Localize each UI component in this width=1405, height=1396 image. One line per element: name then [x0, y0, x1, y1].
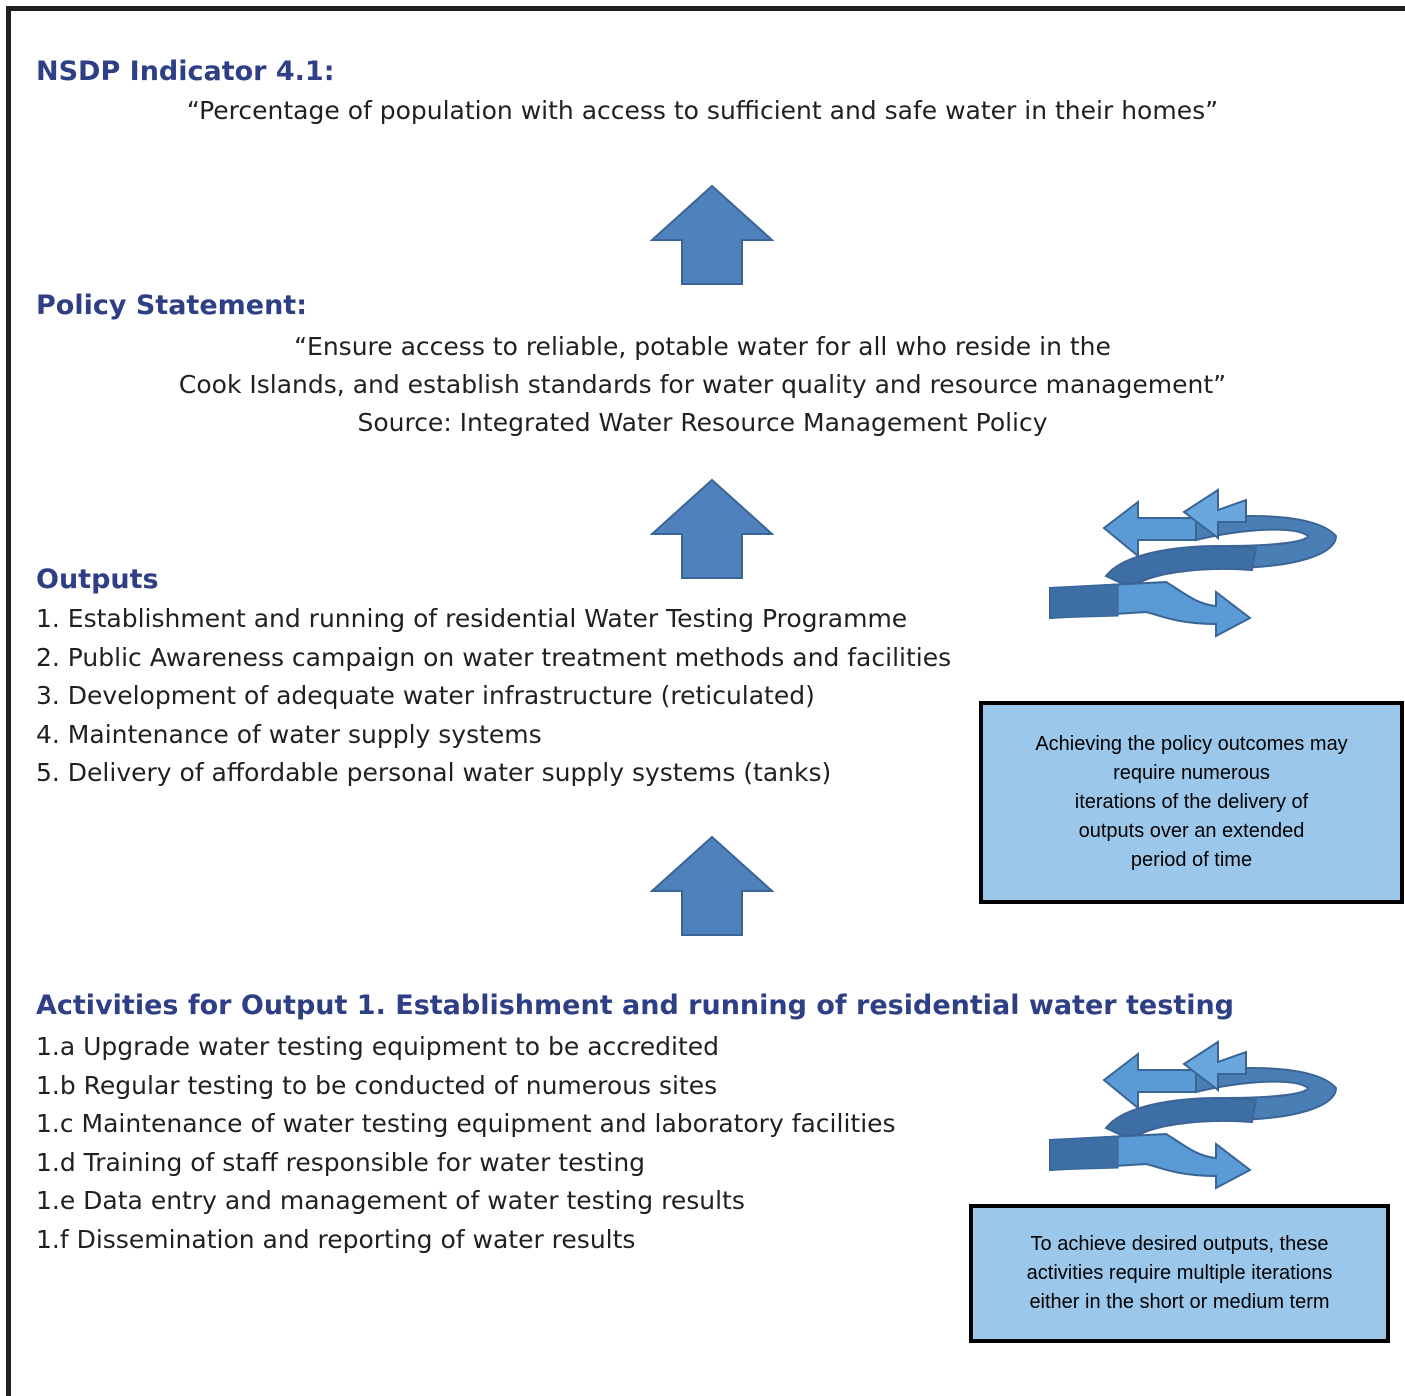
list-item: 1.c Maintenance of water testing equipme… — [36, 1109, 896, 1138]
circular-arrows-icon — [1049, 488, 1338, 638]
outputs-heading: Outputs — [36, 564, 159, 595]
outputs-list: 1. Establishment and running of resident… — [36, 600, 951, 793]
outputs-note-text: Achieving the policy outcomes may requir… — [1035, 733, 1348, 871]
activities-heading: Activities for Output 1. Establishment a… — [36, 990, 1234, 1021]
list-item: 1. Establishment and running of resident… — [36, 604, 908, 633]
outputs-note-box: Achieving the policy outcomes may requir… — [979, 701, 1404, 904]
activities-list: 1.a Upgrade water testing equipment to b… — [36, 1028, 896, 1259]
list-item: 1.d Training of staff responsible for wa… — [36, 1147, 646, 1177]
policy-line-2: Cook Islands, and establish standards fo… — [178, 370, 1227, 399]
policy-source: Source: Integrated Water Resource Manage… — [357, 408, 1048, 437]
up-arrow-icon — [650, 835, 774, 936]
list-item: 3. Development of adequate water infrast… — [36, 681, 815, 710]
activities-note-box: To achieve desired outputs, these activi… — [969, 1204, 1390, 1343]
policy-line-1: “Ensure access to reliable, potable wate… — [294, 332, 1111, 361]
list-item: 2. Public Awareness campaign on water tr… — [36, 642, 952, 672]
activities-note-text: To achieve desired outputs, these activi… — [1026, 1233, 1333, 1313]
list-item: 4. Maintenance of water supply systems — [36, 719, 542, 749]
list-item: 1.a Upgrade water testing equipment to b… — [36, 1032, 720, 1061]
diagram-frame — [6, 6, 1405, 1396]
policy-heading: Policy Statement: — [36, 290, 308, 321]
circular-arrows-icon — [1049, 1040, 1338, 1190]
list-item: 1.b Regular testing to be conducted of n… — [36, 1070, 718, 1100]
list-item: 1.f Dissemination and reporting of water… — [36, 1224, 636, 1254]
up-arrow-icon — [650, 478, 774, 579]
list-item: 1.e Data entry and management of water t… — [36, 1186, 745, 1215]
up-arrow-icon — [650, 184, 774, 285]
indicator-quote: “Percentage of population with access to… — [186, 96, 1219, 125]
list-item: 5. Delivery of affordable personal water… — [36, 758, 832, 787]
indicator-heading: NSDP Indicator 4.1: — [36, 56, 335, 87]
